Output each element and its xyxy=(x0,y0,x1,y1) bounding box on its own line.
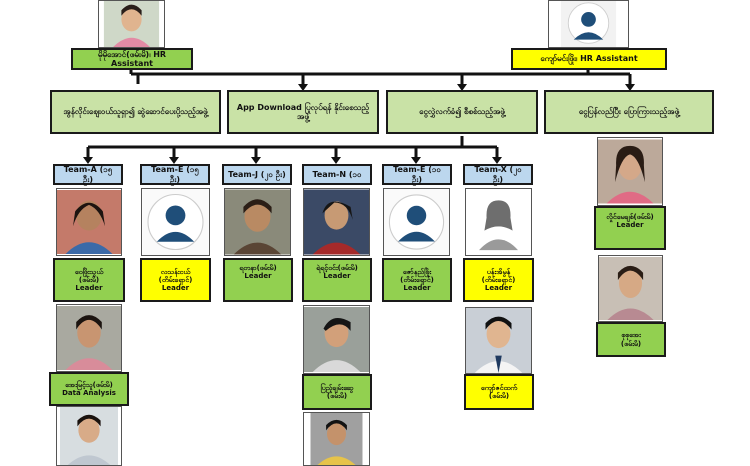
member-name: ပြည့်ချမ်းဆွေ xyxy=(320,383,354,392)
member-name: စုစုအေး xyxy=(621,331,641,340)
department-box: ငွေပြန်လည်ပြီး ပြောကြားသည့်အဖွဲ့ xyxy=(544,90,714,134)
member-photo xyxy=(465,307,532,374)
member-name: ရတနာ(ဖမ်းမိ) xyxy=(239,264,277,272)
member-role: Leader xyxy=(616,221,644,230)
member-photo xyxy=(303,412,370,466)
member-label: လသန်းငယ် (တိမ်းရှောင်) Leader xyxy=(140,258,211,302)
member-name: ပန်းအိမွန် xyxy=(486,267,511,276)
member-avatar xyxy=(383,188,450,256)
member-status: (တိမ်းရှောင်) xyxy=(400,275,434,284)
member-label: ဝေဖြိုးသွယ် (ဖမ်းမိ) Leader xyxy=(53,258,125,302)
member-photo xyxy=(224,188,291,256)
department-box: App Download ပြုလုပ်ရန် နိုင်းစေသည့်အဖွဲ… xyxy=(227,90,379,134)
department-box: အွန်လိုင်းဈေးဝယ်သူရှာ၍ ဆွဲဆောင်ပေးပို့သည… xyxy=(50,90,221,134)
member-role: Leader xyxy=(403,284,431,293)
member-status: (ဖမ်းမိ) xyxy=(326,392,348,400)
member-role: Leader xyxy=(244,272,272,281)
member-avatar xyxy=(141,188,210,256)
member-label: ရတနာ(ဖမ်းမိ) Leader xyxy=(223,258,293,302)
team-label: Team-J (၂၀ ဦး) xyxy=(222,164,292,185)
member-status: (တိမ်းရှောင်) xyxy=(158,275,193,284)
member-label: လှိုင်မေချစ်(ဖမ်းမိ) Leader xyxy=(594,206,666,250)
manager-photo xyxy=(98,0,165,48)
team-label: Team-A (၁၅ ဦး) xyxy=(53,164,123,185)
member-photo xyxy=(303,305,370,374)
member-label: ဇော်နည်ဖြိုး (တိမ်းရှောင်) Leader xyxy=(382,258,452,302)
manager-label: ကျော်မင်းဖြိုး၊ HR Assistant xyxy=(511,48,667,70)
team-label: Team-X (၂၀ ဦး) xyxy=(463,164,533,185)
department-box: ငွေလွှဲလက်ခံ၍ စီစစ်သည့်အဖွဲ့ xyxy=(386,90,538,134)
member-label: ပြည့်ချမ်းဆွေ (ဖမ်းမိ) xyxy=(302,374,372,410)
member-status: (တိမ်းရှောင်) xyxy=(481,275,516,284)
member-avatar xyxy=(465,188,532,256)
member-role: Leader xyxy=(75,284,103,293)
member-label: ကျော်ဇင်ထက် (ဖမ်းမိ) xyxy=(464,374,534,410)
member-name: ဇော်နည်ဖြိုး xyxy=(402,267,432,276)
member-photo xyxy=(56,188,122,256)
member-role: Leader xyxy=(161,284,190,293)
member-role: Leader xyxy=(323,272,351,281)
member-name: ဝေဖြိုးသွယ် xyxy=(74,267,104,276)
member-role: Leader xyxy=(484,284,513,293)
member-photo xyxy=(56,304,122,372)
member-photo xyxy=(597,137,663,206)
team-label: Team-E (၁၅ ဦး) xyxy=(140,164,210,185)
member-name: လှိုင်မေချစ်(ဖမ်းမိ) xyxy=(606,213,654,221)
member-label: စုစုအေး (ဖမ်းမိ) xyxy=(596,322,666,357)
member-photo xyxy=(56,406,122,466)
member-label: အေးမြင့်သူ(ဖမ်းမိ) Data Analysis xyxy=(49,372,129,406)
member-label: ပန်းအိမွန် (တိမ်းရှောင်) Leader xyxy=(463,258,534,302)
member-status: (ဖမ်းမိ) xyxy=(488,392,510,400)
team-label: Team-E (၁၀ ဦး) xyxy=(382,164,452,185)
member-name: လသန်းငယ် xyxy=(160,267,191,276)
member-name: အေးမြင့်သူ(ဖမ်းမိ) xyxy=(65,380,113,389)
member-status: (ဖမ်းမိ) xyxy=(620,339,642,348)
member-photo xyxy=(303,188,370,256)
member-label: ရဲရင့်ဝင်း(ဖမ်းမိ) Leader xyxy=(302,258,372,302)
member-status: (ဖမ်းမိ) xyxy=(78,275,100,284)
member-role: Data Analysis xyxy=(62,389,116,397)
manager-avatar xyxy=(548,0,629,48)
team-label: Team-N (၁၀ xyxy=(302,164,372,185)
member-name: ကျော်ဇင်ထက် xyxy=(480,383,518,392)
manager-label: မိုမိုအောင်(ဖမ်းမိ)၊ HR Assistant xyxy=(71,48,193,70)
member-photo xyxy=(598,255,663,322)
member-name: ရဲရင့်ဝင်း(ဖမ်းမိ) xyxy=(316,264,358,272)
